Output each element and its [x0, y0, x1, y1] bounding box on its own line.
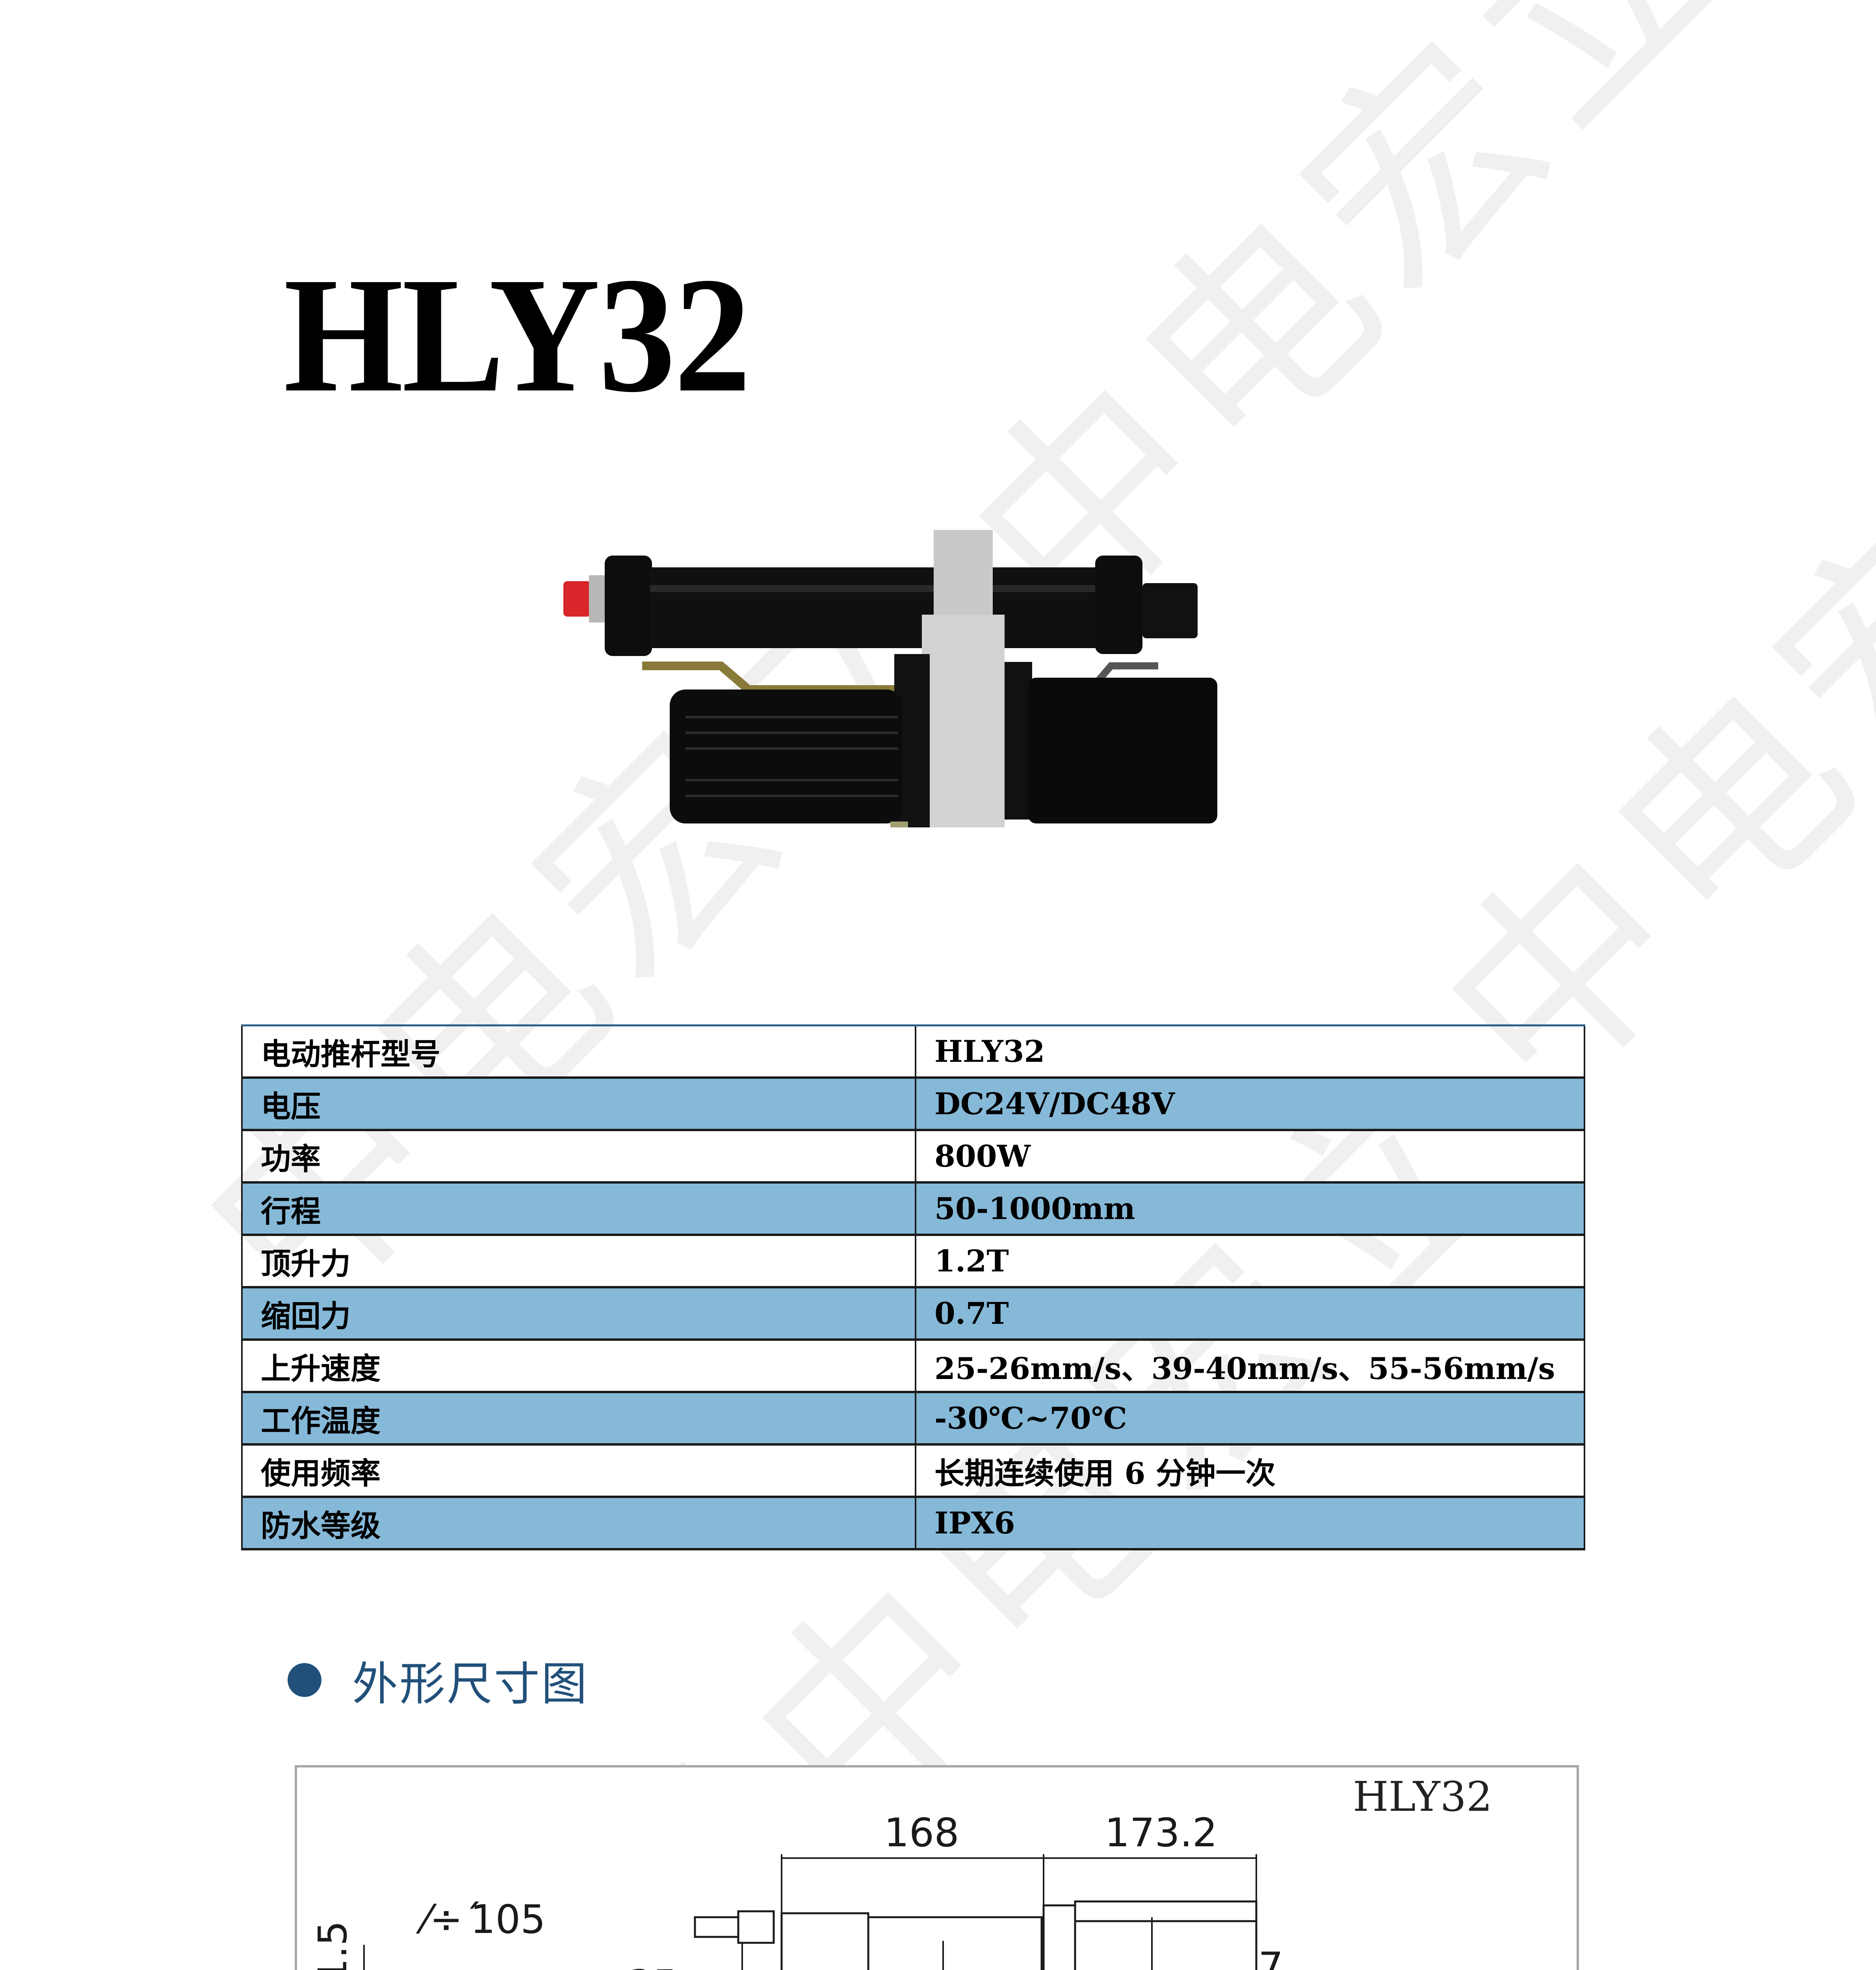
spec-value: 800W [916, 1129, 1585, 1184]
dim-swing-radius: 105 [470, 1896, 546, 1942]
spec-label: 工作温度 [241, 1391, 916, 1446]
spec-label: 行程 [241, 1181, 916, 1236]
spec-value: IPX6 [916, 1496, 1585, 1550]
table-row: 防水等级 IPX6 [241, 1496, 1585, 1550]
spec-label: 上升速度 [241, 1338, 916, 1393]
spec-value: 50-1000mm [916, 1181, 1585, 1236]
table-row: 工作温度 -30℃~70℃ [241, 1391, 1585, 1446]
spec-label: 电动推杆型号 [241, 1024, 916, 1079]
table-row: 使用频率 长期连续使用 6 分钟一次 [241, 1443, 1585, 1498]
spec-label: 防水等级 [241, 1496, 916, 1550]
spec-value: 长期连续使用 6 分钟一次 [916, 1443, 1585, 1498]
spec-value: DC24V/DC48V [916, 1076, 1585, 1131]
watermark: 中电宏立 [1395, 293, 1876, 1144]
dimension-drawing-svg: 168 173.2 HLY32 ⁄÷´ 105 M16X1.5 30 35 ø2… [310, 1773, 1492, 1970]
dim-swing-prefix: ⁄÷´ [416, 1896, 483, 1942]
dim-pump-length: 173.2 [1105, 1810, 1217, 1856]
table-row: 顶升力 1.2T [241, 1234, 1585, 1288]
spec-value: 0.7T [916, 1286, 1585, 1341]
table-row: 电动推杆型号 HLY32 [241, 1024, 1585, 1079]
spec-value: 1.2T [916, 1234, 1585, 1288]
spec-value: HLY32 [916, 1024, 1585, 1079]
dimension-drawing: 168 173.2 HLY32 ⁄÷´ 105 M16X1.5 30 35 ø2… [295, 1765, 1579, 1970]
spec-value: -30℃~70℃ [916, 1391, 1585, 1446]
table-row: 行程 50-1000mm [241, 1181, 1585, 1236]
bullet-icon [288, 1663, 321, 1697]
actuator-illustration [563, 530, 1217, 859]
table-row: 上升速度 25-26mm/s、39-40mm/s、55-56mm/s [241, 1338, 1585, 1393]
spec-value: 25-26mm/s、39-40mm/s、55-56mm/s [916, 1338, 1585, 1393]
table-row: 电压 DC24V/DC48V [241, 1076, 1585, 1131]
section-heading: 外形尺寸图 [288, 1647, 589, 1713]
table-row: 功率 800W [241, 1129, 1585, 1184]
section-title: 外形尺寸图 [352, 1658, 589, 1711]
dim-end-gap: 7 [1258, 1944, 1283, 1970]
dim-motor-length: 168 [884, 1810, 959, 1856]
spec-label: 功率 [241, 1129, 916, 1184]
table-row: 缩回力 0.7T [241, 1286, 1585, 1341]
spec-table: 电动推杆型号 HLY32 电压 DC24V/DC48V 功率 800W 行程 5… [241, 1024, 1585, 1550]
dim-connector-offset: 35 [628, 1961, 678, 1970]
product-photo [552, 512, 1339, 859]
drawing-model-label: HLY32 [1353, 1773, 1492, 1821]
spec-label: 使用频率 [241, 1443, 916, 1498]
spec-label: 顶升力 [241, 1234, 916, 1288]
page-title: HLY32 [284, 243, 751, 426]
spec-label: 电压 [241, 1076, 916, 1131]
dim-thread: M16X1.5 [310, 1921, 356, 1970]
spec-label: 缩回力 [241, 1286, 916, 1341]
